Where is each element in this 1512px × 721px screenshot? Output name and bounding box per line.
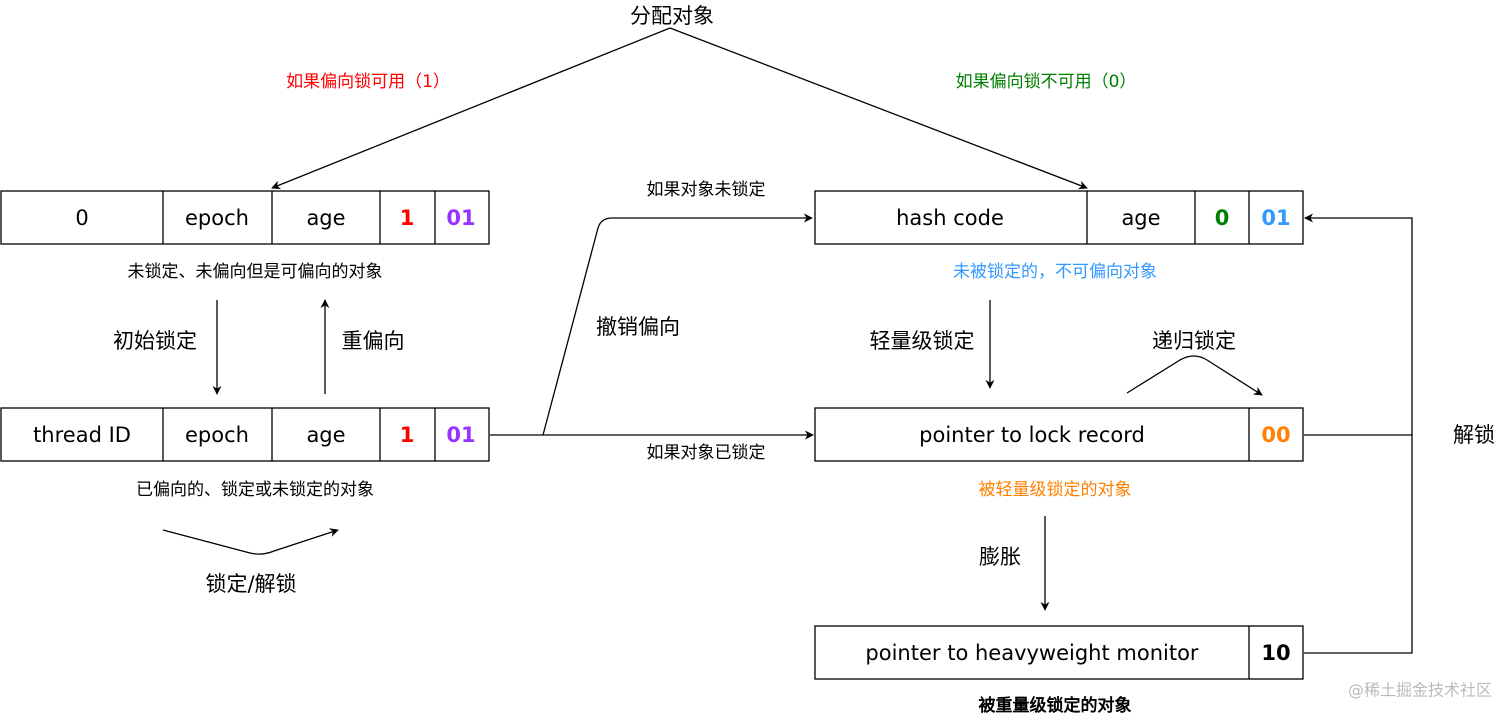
label-rebias: 重偏向 bbox=[342, 329, 405, 353]
lightweight-cell-lock-bits: 00 bbox=[1261, 423, 1290, 447]
diagram-title: 分配对象 bbox=[630, 4, 714, 28]
label-lightweight-lock: 轻量级锁定 bbox=[870, 329, 975, 353]
unbiasable-caption: 未被锁定的，不可偏向对象 bbox=[953, 262, 1157, 282]
biasable-cell-lock-bits: 01 bbox=[446, 206, 475, 230]
arrow-to-biasable bbox=[271, 27, 671, 190]
biased-header-box bbox=[0, 407, 490, 462]
unbiasable-cell-hash-code: hash code bbox=[896, 206, 1004, 230]
watermark: @稀土掘金技术社区 bbox=[1348, 681, 1492, 700]
label-lock-unlock: 锁定/解锁 bbox=[205, 572, 296, 596]
unbiasable-cell-biased-bit: 0 bbox=[1215, 206, 1230, 230]
unbiasable-cell-lock-bits: 01 bbox=[1261, 206, 1290, 230]
heavyweight-cell-lock-bits: 10 bbox=[1261, 641, 1290, 665]
biasable-cell-zero: 0 bbox=[75, 206, 88, 230]
label-revoke-bias: 撤销偏向 bbox=[596, 315, 680, 339]
biased-cell-lock-bits: 01 bbox=[446, 423, 475, 447]
heavyweight-header-box bbox=[814, 625, 1304, 680]
label-unlock: 解锁 bbox=[1453, 423, 1495, 447]
arrow-lock-unlock bbox=[162, 528, 339, 555]
arrow-revoke-bias bbox=[542, 213, 813, 436]
label-biased-available: 如果偏向锁可用（1） bbox=[286, 72, 450, 92]
lightweight-cell-pointer: pointer to lock record bbox=[919, 423, 1145, 447]
biased-caption: 已偏向的、锁定或未锁定的对象 bbox=[136, 480, 374, 500]
biasable-cell-age: age bbox=[306, 206, 345, 230]
state-boxes bbox=[0, 190, 1304, 680]
label-initial-lock: 初始锁定 bbox=[113, 329, 197, 353]
arrow-to-unbiasable bbox=[669, 27, 1088, 190]
biasable-cell-biased-bit: 1 bbox=[400, 206, 415, 230]
biased-cell-biased-bit: 1 bbox=[400, 423, 415, 447]
biased-cell-thread-id: thread ID bbox=[33, 423, 131, 447]
heavyweight-caption: 被重量级锁定的对象 bbox=[979, 695, 1132, 716]
lightweight-caption: 被轻量级锁定的对象 bbox=[979, 480, 1132, 500]
label-biased-unavailable: 如果偏向锁不可用（0） bbox=[956, 72, 1137, 92]
unbiasable-cell-age: age bbox=[1121, 206, 1160, 230]
label-if-unlocked: 如果对象未锁定 bbox=[647, 180, 766, 200]
lightweight-header-box bbox=[814, 407, 1304, 462]
biasable-caption: 未锁定、未偏向但是可偏向的对象 bbox=[128, 262, 383, 282]
biased-cell-epoch: epoch bbox=[185, 423, 249, 447]
biased-cell-age: age bbox=[306, 423, 345, 447]
arrow-recursive-lock bbox=[1126, 355, 1263, 396]
label-inflate: 膨胀 bbox=[979, 545, 1021, 569]
heavyweight-cell-pointer: pointer to heavyweight monitor bbox=[865, 641, 1199, 665]
biasable-header-box bbox=[0, 190, 490, 245]
connectors bbox=[162, 27, 1413, 654]
unbiasable-header-box bbox=[814, 190, 1304, 245]
label-recursive-lock: 递归锁定 bbox=[1152, 329, 1236, 353]
biasable-cell-epoch: epoch bbox=[185, 206, 249, 230]
label-if-locked: 如果对象已锁定 bbox=[647, 443, 766, 463]
